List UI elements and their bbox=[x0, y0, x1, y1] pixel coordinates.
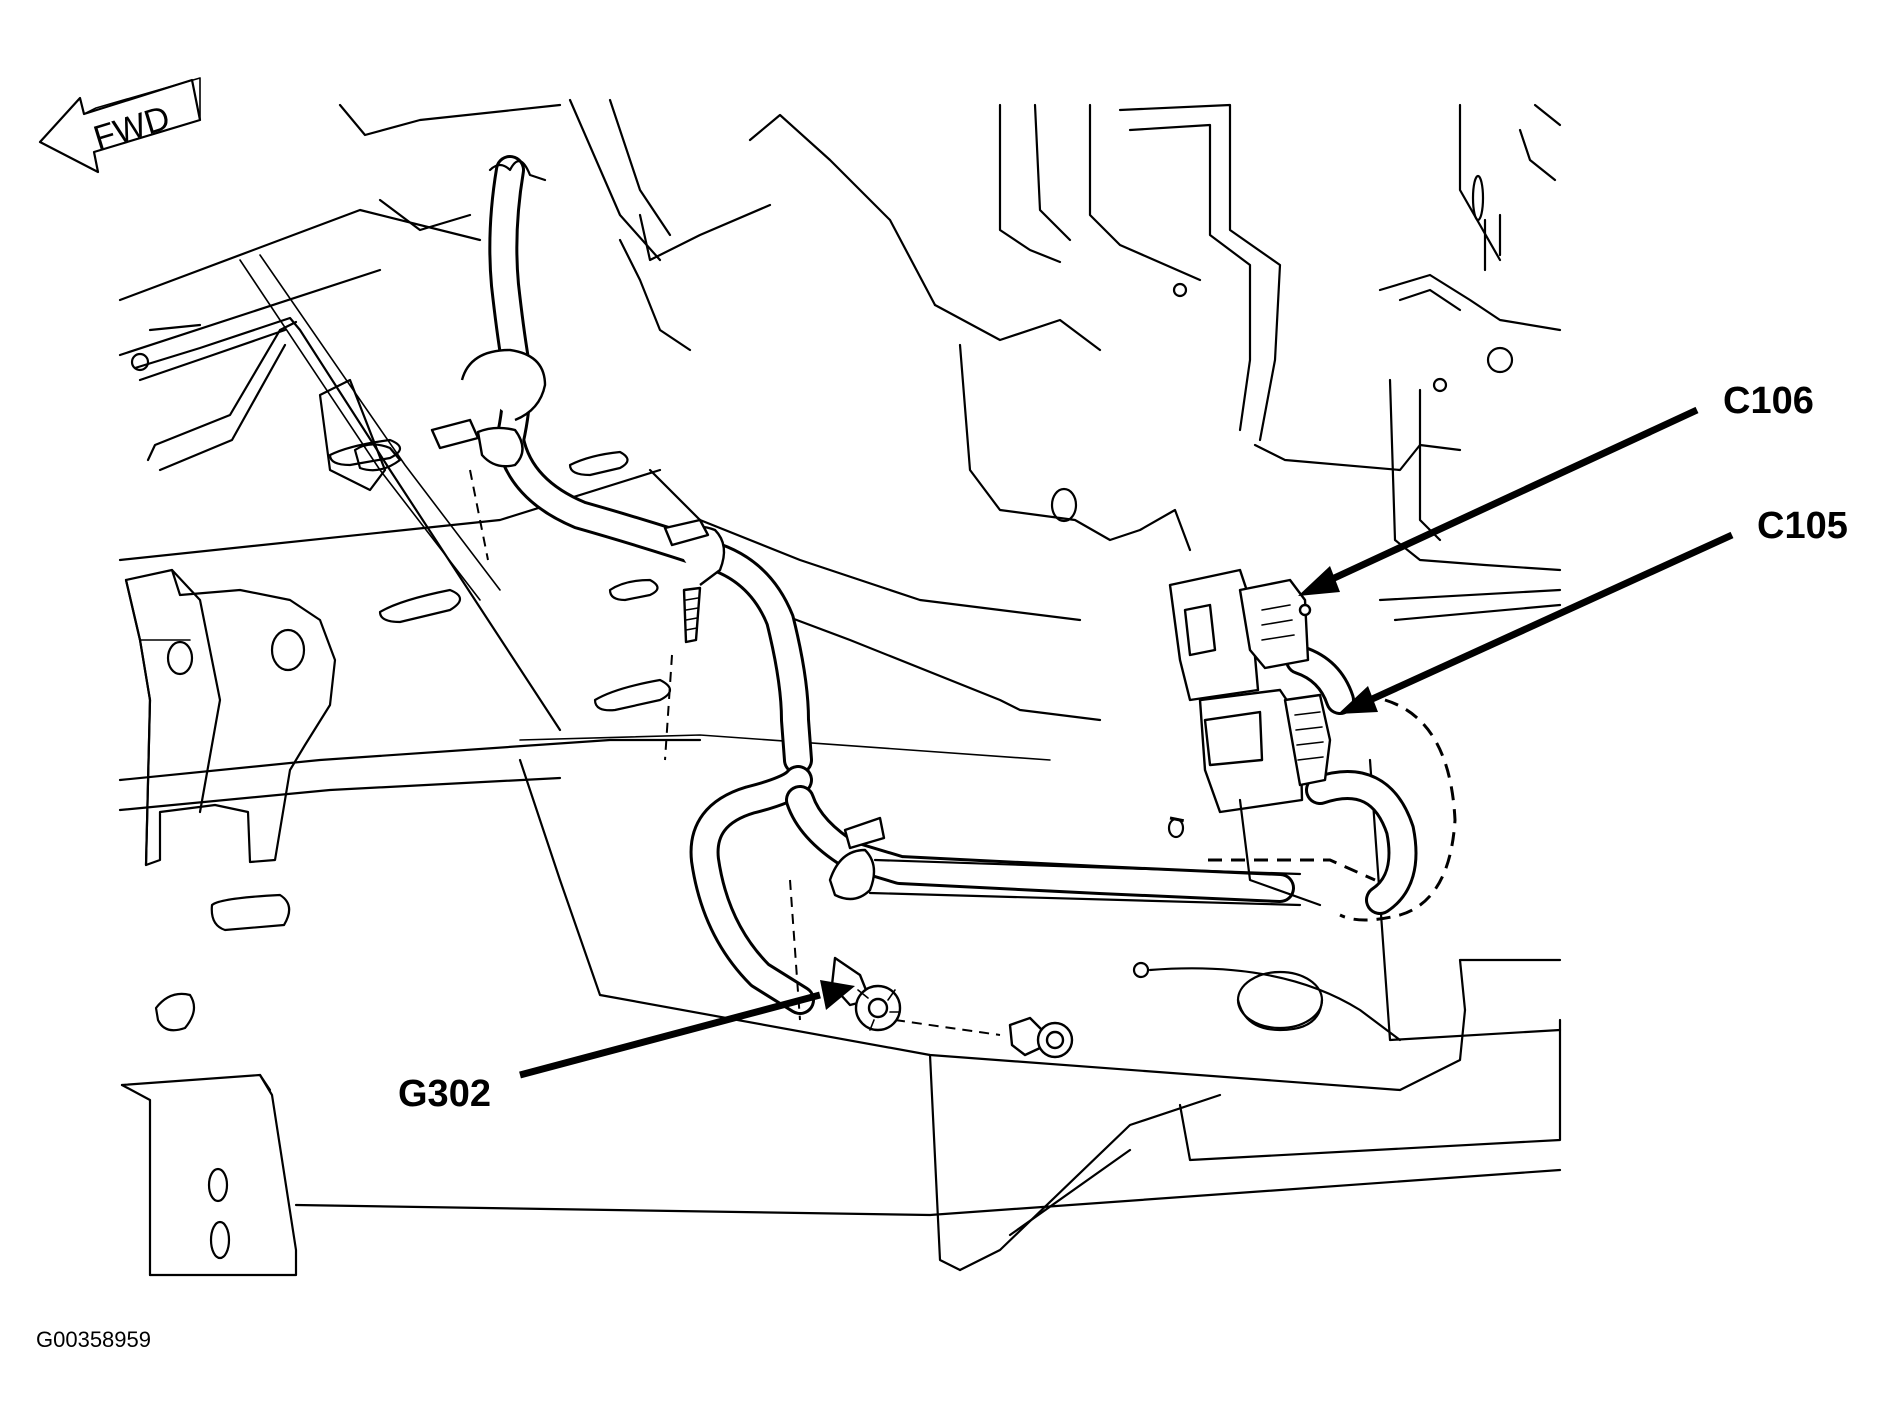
connector-c106-body bbox=[1168, 568, 1312, 702]
vehicle-frame-structure bbox=[118, 98, 1562, 1277]
callout-label-g302: G302 bbox=[398, 1073, 491, 1115]
connector-c105-body bbox=[1198, 688, 1332, 907]
figure-id-text: G00358959 bbox=[36, 1327, 151, 1352]
callout-arrow-c105 bbox=[1338, 531, 1734, 714]
callout-label-c105: C105 bbox=[1757, 505, 1848, 547]
callout-arrow-c106 bbox=[1298, 406, 1699, 596]
forward-arrow-icon: FWD bbox=[38, 77, 202, 174]
harness-clips bbox=[430, 348, 1074, 1059]
callout-label-c106: C106 bbox=[1723, 380, 1814, 422]
wiring-harness bbox=[469, 155, 1457, 1036]
callout-arrow-g302 bbox=[519, 980, 855, 1079]
